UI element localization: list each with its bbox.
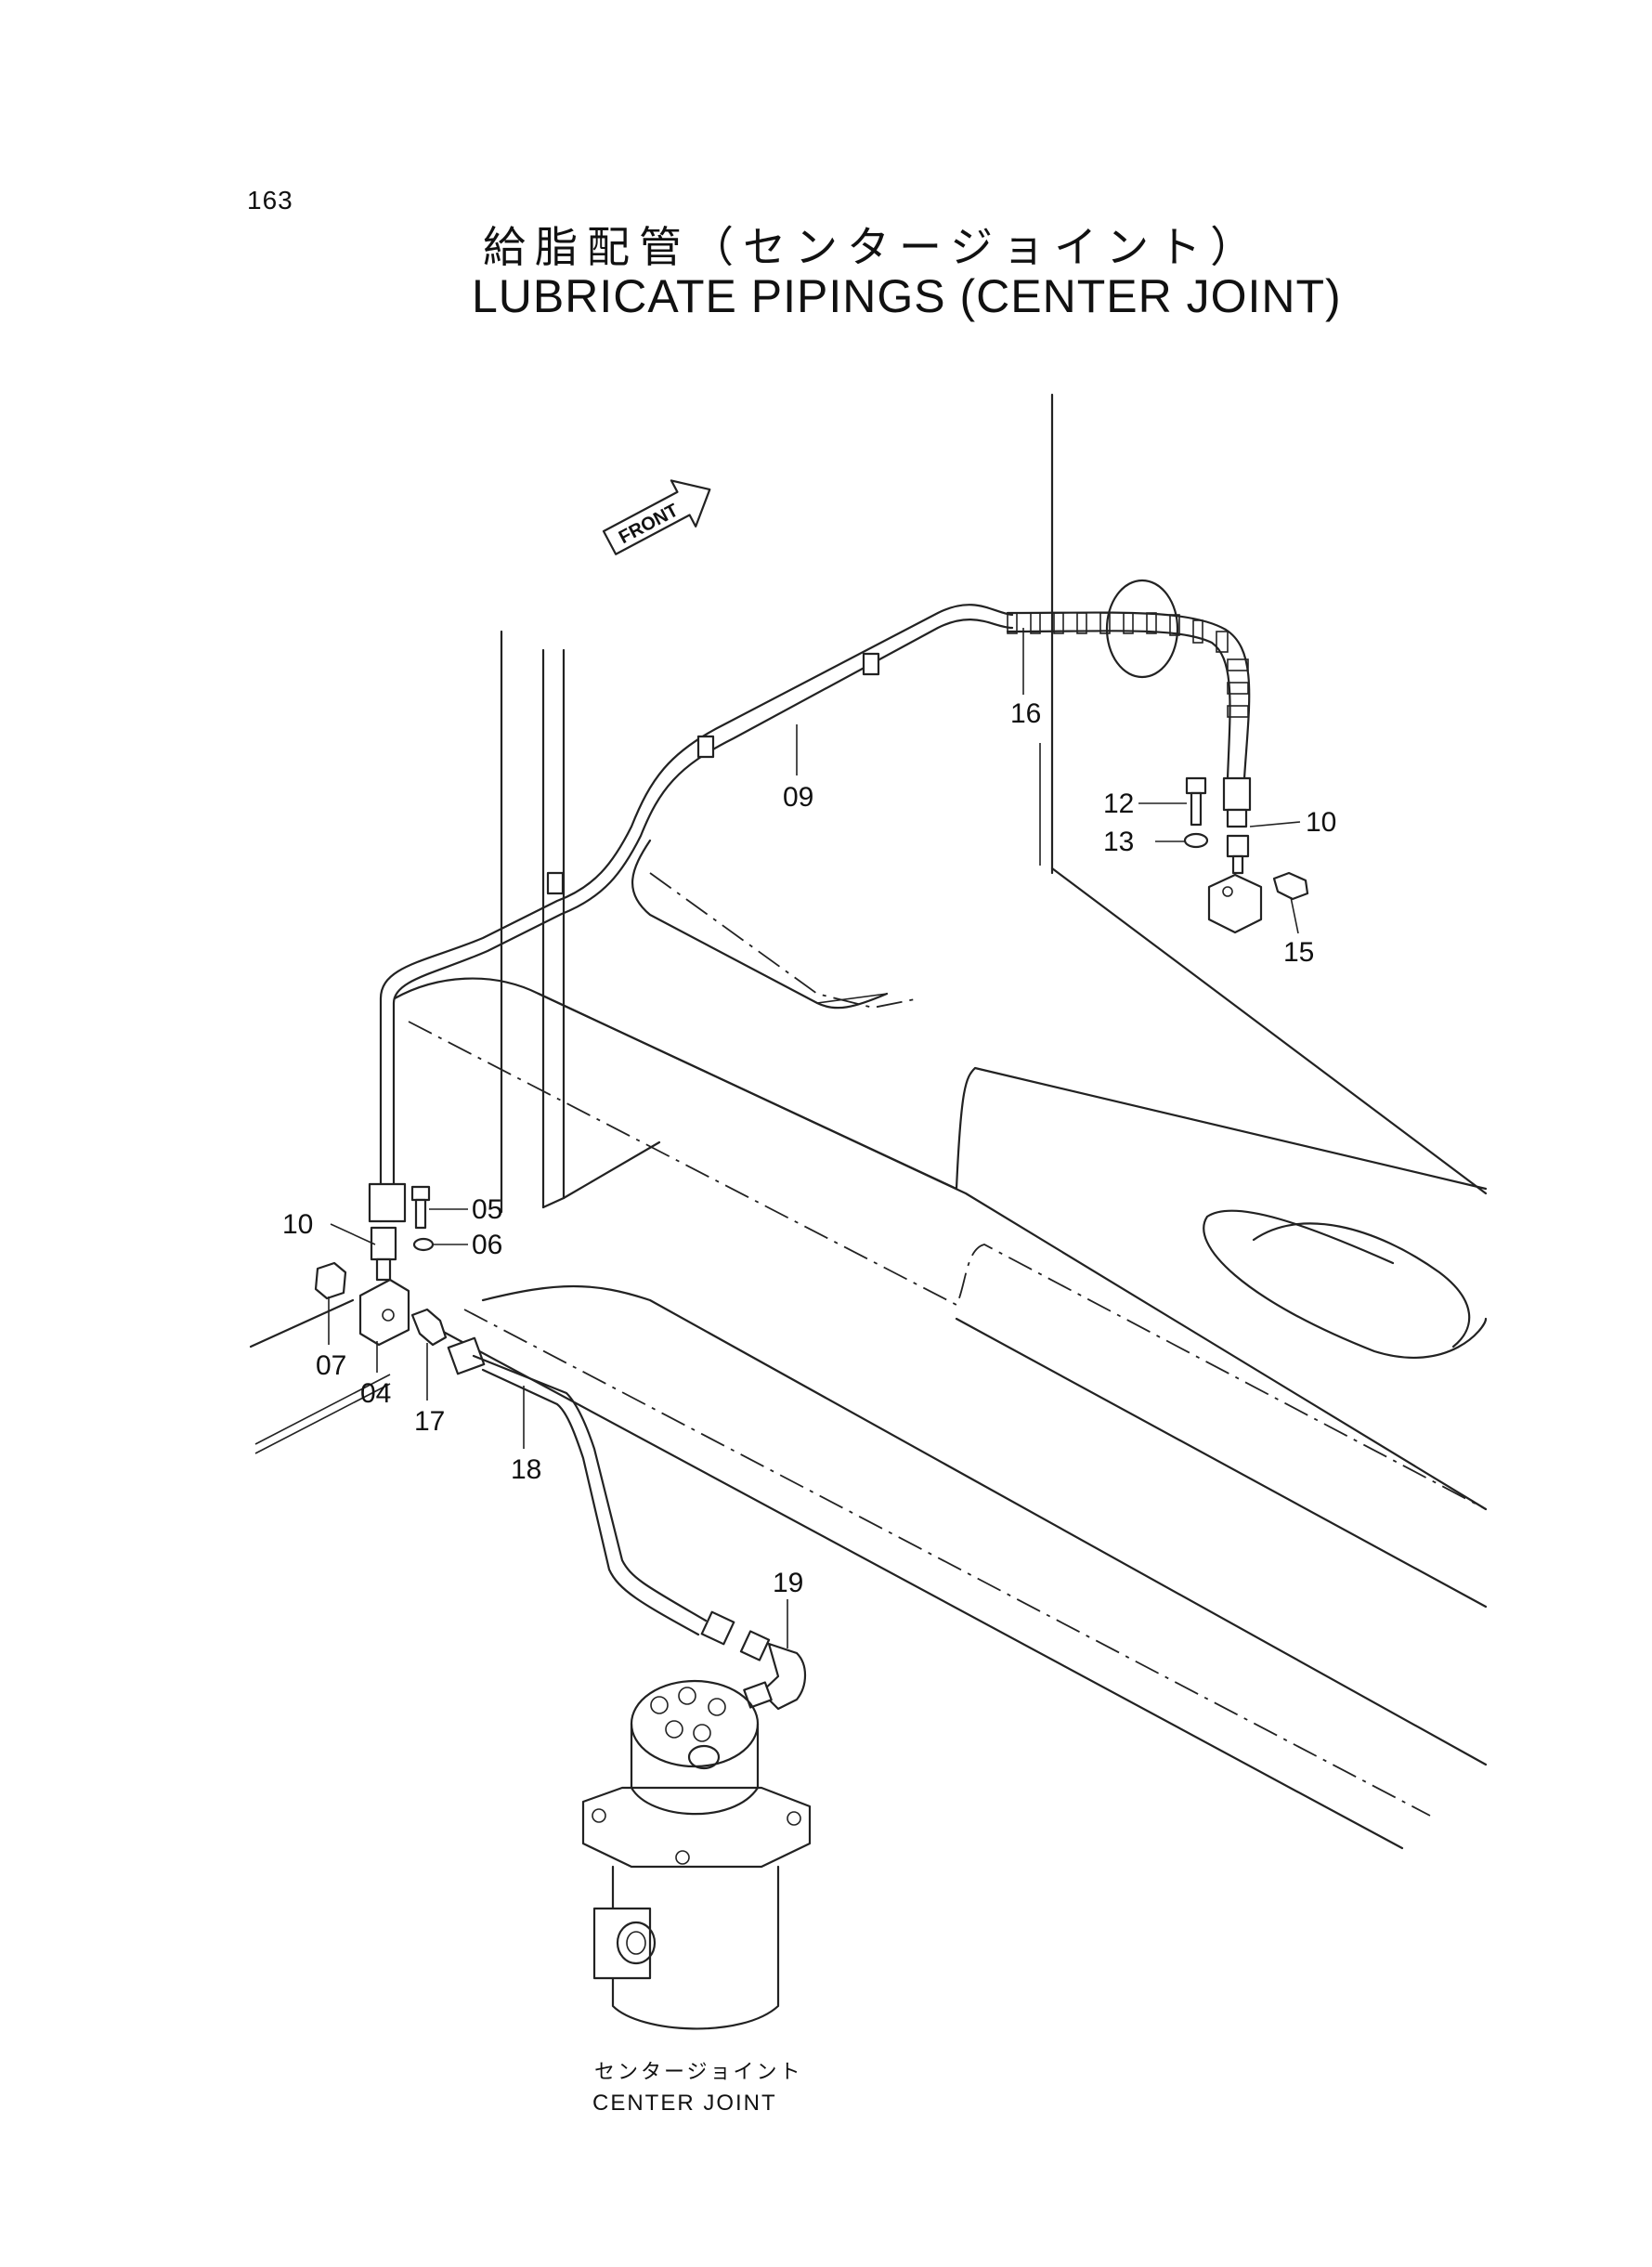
callout-12: 12	[1103, 788, 1134, 819]
pipe-09-and-hose-16	[368, 604, 1252, 1223]
callout-18: 18	[511, 1454, 541, 1485]
hose-spring-guard	[1007, 612, 1249, 718]
page-title-japanese: 給脂配管（センタージョイント）	[483, 222, 1263, 272]
callout-19: 19	[773, 1568, 803, 1598]
callout-09: 09	[783, 782, 813, 813]
left-fittings	[314, 1185, 448, 1347]
front-direction-arrow: FRONT	[602, 479, 711, 555]
callout-10-left: 10	[282, 1209, 313, 1240]
callout-07: 07	[316, 1350, 346, 1381]
center-joint-component	[581, 1679, 812, 2030]
callout-10-right: 10	[1306, 807, 1336, 838]
frame-structure	[249, 393, 1488, 1850]
right-fittings	[1183, 776, 1309, 934]
callout-15: 15	[1283, 937, 1314, 968]
callout-04: 04	[360, 1378, 391, 1409]
callout-leaders	[328, 628, 1301, 1648]
page-number: 163	[247, 186, 293, 215]
callout-13: 13	[1103, 827, 1134, 857]
callout-16: 16	[1010, 698, 1041, 729]
center-joint-caption-english: CENTER JOINT	[592, 2091, 777, 2116]
callout-06: 06	[472, 1230, 502, 1260]
page-title-english: LUBRICATE PIPINGS (CENTER JOINT)	[472, 270, 1342, 322]
center-joint-caption-japanese: センタージョイント	[594, 2061, 803, 2084]
callout-numbers: 16 09 12 10 13 15 05 06 10 07 04 17 18 1…	[282, 698, 1336, 1598]
callout-17: 17	[414, 1406, 445, 1437]
callout-05: 05	[472, 1194, 502, 1225]
